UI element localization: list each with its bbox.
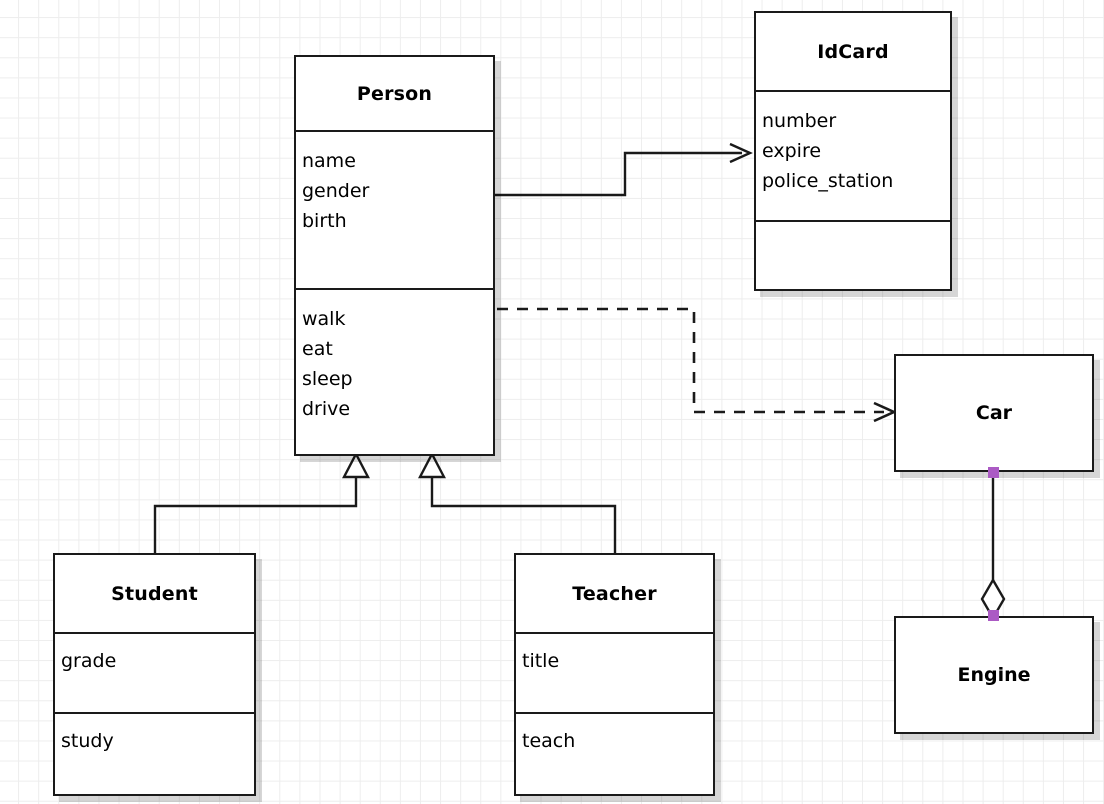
class-name-student: Student — [111, 582, 198, 605]
attribute-row: name — [302, 150, 356, 172]
class-name-idcard: IdCard — [817, 40, 889, 63]
attribute-row: number — [762, 110, 837, 132]
class-name-teacher: Teacher — [572, 582, 657, 605]
operation-row: study — [61, 730, 114, 752]
class-box-engine[interactable]: Engine — [894, 616, 1094, 734]
edge-car-engine[interactable] — [980, 472, 1006, 621]
class-box-student[interactable]: Student grade study — [53, 553, 256, 796]
operation-row: teach — [522, 730, 576, 752]
class-box-person[interactable]: Person name gender birth walk eat sleep … — [294, 55, 495, 456]
attribute-row: grade — [61, 650, 117, 672]
edge-teacher-person[interactable] — [418, 451, 617, 553]
edge-student-person[interactable] — [153, 451, 370, 553]
operation-row: eat — [302, 338, 333, 360]
operation-row: drive — [302, 398, 351, 420]
class-name-car: Car — [975, 402, 1013, 424]
class-operations-student: study — [55, 712, 254, 794]
attribute-row: birth — [302, 210, 347, 232]
operation-row: sleep — [302, 368, 353, 390]
class-operations-teacher: teach — [516, 712, 713, 794]
class-operations-person: walk eat sleep drive — [296, 288, 493, 454]
class-attributes-idcard: number expire police_station — [756, 90, 950, 220]
class-name-person: Person — [356, 82, 433, 105]
attribute-row: expire — [762, 140, 822, 162]
class-attributes-student: grade — [55, 632, 254, 712]
attribute-row: gender — [302, 180, 370, 202]
operation-row: walk — [302, 308, 346, 330]
class-box-idcard[interactable]: IdCard number expire police_station — [754, 11, 952, 291]
class-operations-idcard — [756, 220, 950, 289]
edge-person-car[interactable] — [497, 307, 898, 423]
attribute-row: police_station — [762, 170, 894, 192]
class-name-engine: Engine — [957, 664, 1031, 686]
attribute-row: title — [522, 650, 560, 672]
class-attributes-teacher: title — [516, 632, 713, 712]
class-box-teacher[interactable]: Teacher title teach — [514, 553, 715, 796]
edge-endpoint-handle-engine[interactable] — [988, 610, 999, 621]
edge-person-idcard[interactable] — [493, 142, 753, 197]
edge-endpoint-handle-car[interactable] — [988, 467, 999, 478]
class-attributes-person: name gender birth — [296, 130, 493, 288]
class-box-car[interactable]: Car — [894, 354, 1094, 472]
